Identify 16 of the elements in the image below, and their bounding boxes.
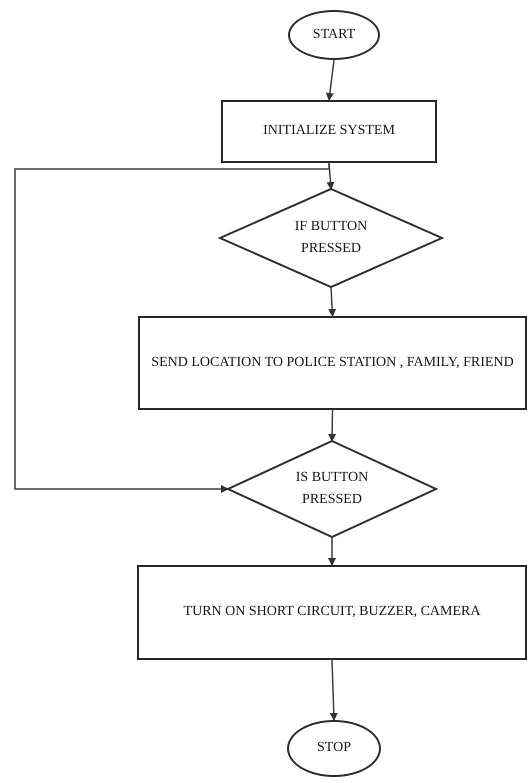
node-label: STOP [316,739,352,758]
process-box [137,565,527,660]
arrow [328,286,336,317]
node-label: IS BUTTON PRESSED [294,468,370,509]
process-box [221,100,437,163]
arrow [328,537,336,566]
node-label: INITIALIZE SYSTEM [262,122,396,140]
arrow [330,660,338,721]
node-label: IF BUTTON PRESSED [294,218,368,258]
arrow [328,410,336,442]
arrow [326,60,335,101]
node-label: SEND LOCATION TO POLICE STATION , FAMILY, FRIEND [150,354,515,372]
process-box [138,316,527,410]
node-label: TURN ON SHORT CIRCUIT, BUZZER, CAMERA [182,603,482,622]
arrow [14,162,330,493]
node-label: START [312,26,356,44]
